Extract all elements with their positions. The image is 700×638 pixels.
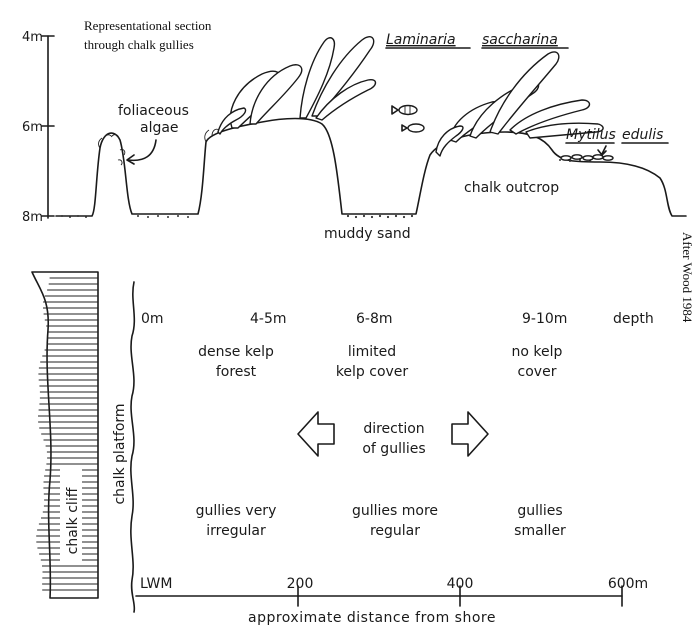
gullies-zone1-line1: gullies very xyxy=(196,503,277,519)
depth-4-5m: 4-5m xyxy=(250,311,287,327)
foliaceous-algae-drawing xyxy=(98,128,220,166)
label-mytilus-species: edulis xyxy=(622,127,663,143)
distance-axis: LWM 200 400 600m approximate distance fr… xyxy=(135,576,648,626)
chalk-cliff-drawing: chalk cliff xyxy=(31,271,99,599)
kelp-zone3-line2: cover xyxy=(518,364,557,380)
label-laminaria-species: saccharina xyxy=(482,32,558,48)
depth-9-10m: 9-10m xyxy=(522,311,567,327)
shoreline-lwm xyxy=(130,281,136,613)
axis-tick-600m: 600m xyxy=(608,576,648,592)
label-chalk-outcrop: chalk outcrop xyxy=(464,180,559,196)
label-laminaria-genus: Laminaria xyxy=(386,32,456,48)
axis-tick-200: 200 xyxy=(287,576,314,592)
arrow-right-seaward xyxy=(451,411,489,457)
fish-drawings xyxy=(391,104,425,133)
kelp-zone2-line1: limited xyxy=(348,344,396,360)
gullies-zone2-line2: regular xyxy=(370,523,420,539)
depth-scale: 4m 6m 8m xyxy=(22,30,55,225)
gullies-zone3-line2: smaller xyxy=(514,523,566,539)
label-muddy-sand: muddy sand xyxy=(324,226,411,242)
arrow-left-shoreward xyxy=(297,411,335,457)
axis-label: approximate distance from shore xyxy=(248,610,496,626)
axis-tick-400: 400 xyxy=(447,576,474,592)
label-chalk-platform: chalk platform xyxy=(112,403,128,504)
direction-line2: of gullies xyxy=(362,441,425,457)
gravel-dots xyxy=(61,159,591,219)
axis-lwm: LWM xyxy=(140,576,172,592)
kelp-fronds-right xyxy=(435,51,604,157)
label-foliaceous: foliaceous xyxy=(118,103,189,119)
depth-6-8m: 6-8m xyxy=(356,311,393,327)
label-mytilus-genus: Mytilus xyxy=(566,127,616,143)
label-algae: algae xyxy=(140,120,179,136)
depth-label: depth xyxy=(613,311,654,327)
depth-tick-6m: 6m xyxy=(22,120,43,135)
gullies-zone1-line2: irregular xyxy=(206,523,266,539)
section-title-line2: through chalk gullies xyxy=(84,37,194,52)
depth-tick-4m: 4m xyxy=(22,30,43,45)
plan-view: chalk cliff chalk platform 0m 4-5m 6-8m … xyxy=(31,271,654,626)
depth-tick-8m: 8m xyxy=(22,210,43,225)
gullies-zone2-line1: gullies more xyxy=(352,503,438,519)
kelp-zone1-line1: dense kelp xyxy=(198,344,274,360)
kelp-zone2-line2: kelp cover xyxy=(336,364,409,380)
mussel-bed xyxy=(560,154,614,161)
kelp-zone1-line2: forest xyxy=(216,364,257,380)
kelp-zone3-line1: no kelp xyxy=(512,344,563,360)
seabed-profile xyxy=(55,117,687,217)
credit-after-wood: After Wood 1984 xyxy=(680,232,695,323)
gullies-zone3-line1: gullies xyxy=(517,503,562,519)
direction-line1: direction xyxy=(363,421,424,437)
mytilus-pointer xyxy=(597,145,607,156)
algae-pointer-arrow xyxy=(127,139,157,162)
section-title-line1: Representational section xyxy=(84,18,212,33)
depth-0m: 0m xyxy=(141,311,164,327)
label-chalk-cliff: chalk cliff xyxy=(65,487,81,554)
kelp-fronds-left xyxy=(217,36,377,135)
cross-section: 4m 6m 8m Representational section throug… xyxy=(22,18,695,323)
